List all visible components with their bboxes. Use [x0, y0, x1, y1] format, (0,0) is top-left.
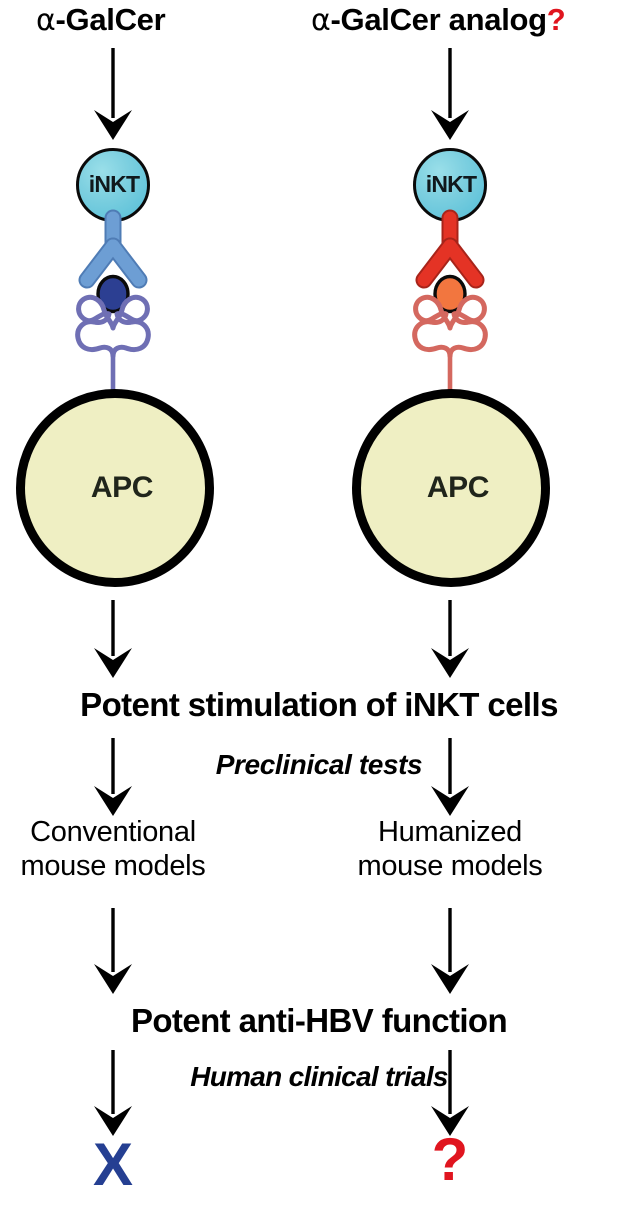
potent-anti-hbv-function-text: Potent anti-HBV function — [130, 1002, 508, 1039]
model-label-left-line1: Conventional — [30, 816, 196, 848]
verdict-right-question: ? — [431, 1126, 469, 1193]
inkt-cell-left-label: iNKT — [88, 170, 140, 197]
tcr-right-icon — [415, 209, 485, 289]
apc-cell-left: APC — [16, 389, 214, 587]
arrow-apc-to-stimulation-right — [425, 600, 475, 678]
arrow-function-to-verdict-right — [425, 1050, 475, 1136]
arrow-stimulation-to-models-left — [88, 738, 138, 816]
inkt-cell-right-label: iNKT — [425, 170, 477, 197]
arrow-apc-to-stimulation-left — [88, 600, 138, 678]
cd1d-left-icon — [75, 294, 151, 395]
potent-stimulation-text: Potent stimulation of iNKT cells — [80, 686, 558, 723]
human-clinical-trials-label: Human clinical trials — [190, 1061, 448, 1092]
header-question-mark-icon: ? — [546, 2, 566, 37]
model-label-left-line2: mouse models — [20, 849, 206, 882]
arrow-models-to-function-right — [425, 908, 475, 994]
tcr-cd1d-complex-right — [405, 209, 497, 395]
verdict-left-x: X — [92, 1131, 134, 1198]
tcr-cd1d-complex-left — [68, 209, 160, 395]
greek-alpha-left: α — [36, 3, 56, 38]
header-left-alpha-galcer: α-GalCer — [36, 2, 166, 38]
tcr-left-icon — [78, 209, 148, 289]
arrow-models-to-function-left — [88, 908, 138, 994]
antigen-left-icon — [96, 274, 130, 314]
model-label-right-line2: mouse models — [357, 849, 543, 882]
arrow-header-to-inkt-left — [88, 48, 138, 140]
antigen-right-icon — [433, 274, 467, 314]
greek-alpha-right: α — [311, 3, 331, 38]
apc-cell-right: APC — [352, 389, 550, 587]
header-left-text: -GalCer — [55, 2, 166, 37]
header-right-alpha-galcer-analog: α-GalCer analog? — [311, 2, 566, 38]
header-right-text: -GalCer analog — [330, 2, 547, 37]
apc-cell-right-label: APC — [426, 471, 490, 504]
cd1d-right-icon — [412, 294, 488, 395]
preclinical-tests-label: Preclinical tests — [215, 749, 423, 780]
apc-cell-left-label: APC — [90, 471, 154, 504]
arrow-function-to-verdict-left — [88, 1050, 138, 1136]
model-label-right-line1: Humanized — [378, 816, 522, 848]
model-label-left: Conventional mouse models — [0, 816, 226, 883]
arrow-stimulation-to-models-right — [425, 738, 475, 816]
arrow-header-to-inkt-right — [425, 48, 475, 140]
model-label-right: Humanized mouse models — [337, 816, 563, 883]
